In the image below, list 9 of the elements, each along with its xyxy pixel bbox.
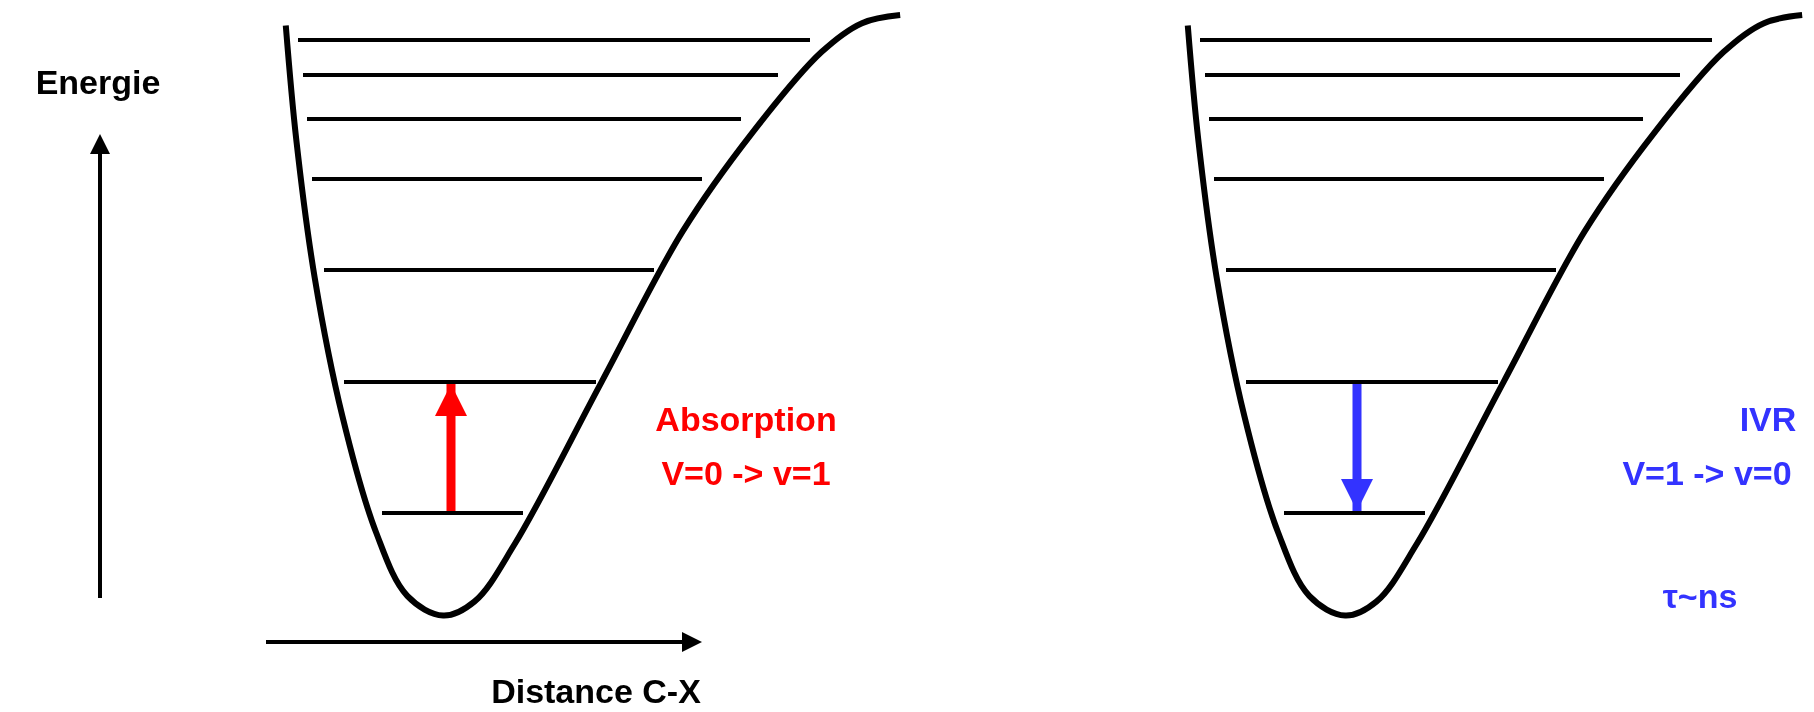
transition-label: Absorption [655, 401, 837, 439]
transition-label: V=0 -> v=1 [661, 455, 831, 493]
transition-label: V=1 -> v=0 [1622, 455, 1792, 493]
axis-label: Energie [35, 64, 161, 102]
transition-arrow [1340, 384, 1374, 511]
lifetime-label: τ~ns [1662, 578, 1738, 616]
transition-label: IVR [1739, 401, 1797, 439]
transition-arrow [434, 384, 468, 511]
axis-label: Distance C-X [491, 673, 701, 711]
